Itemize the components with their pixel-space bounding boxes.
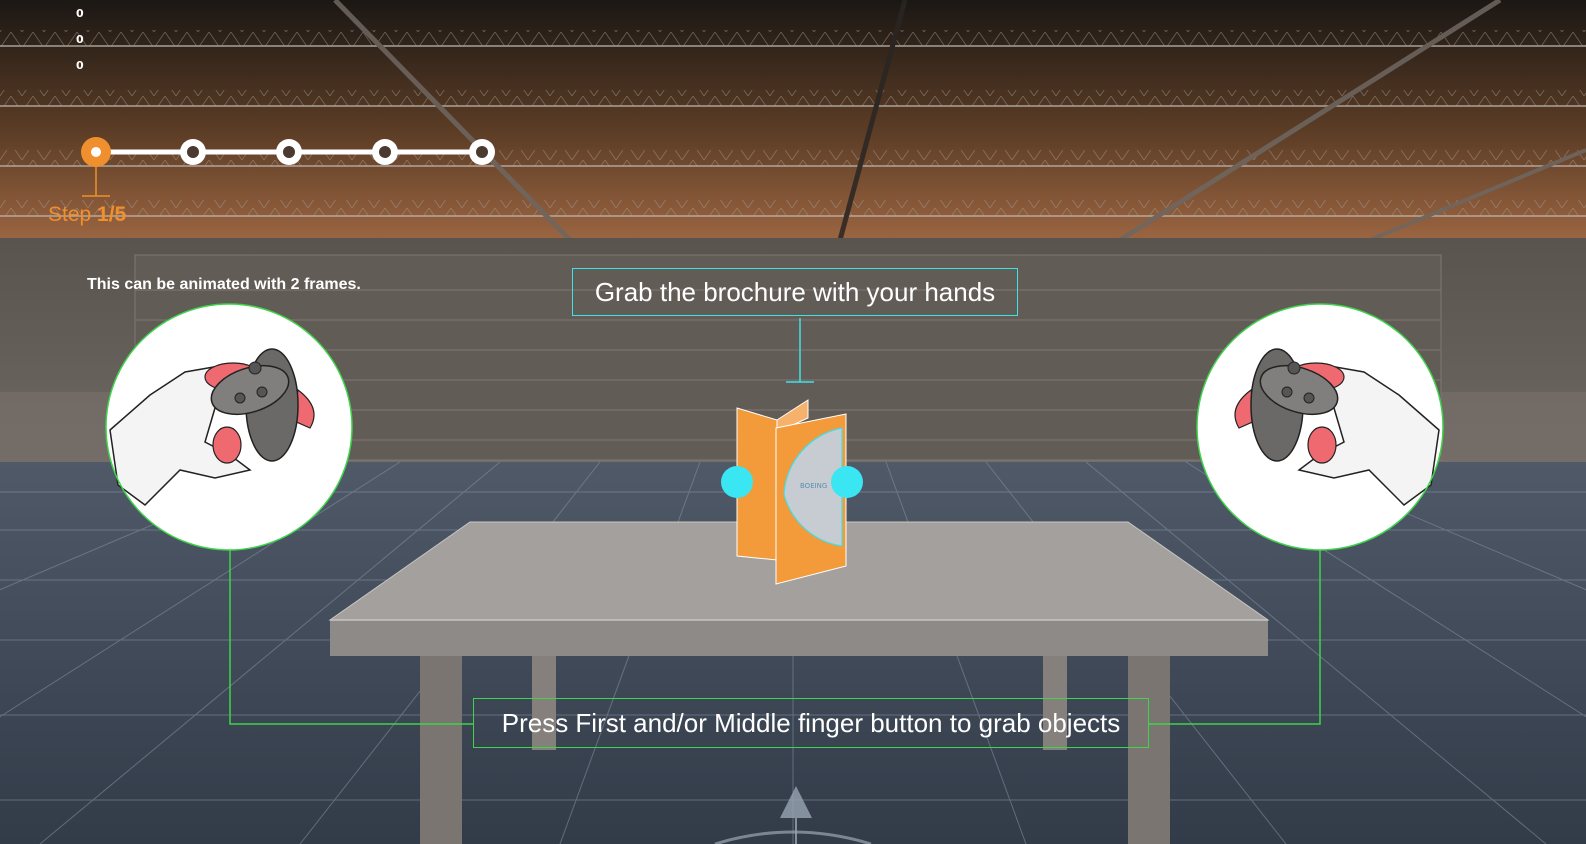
- right-grab-point-icon[interactable]: [831, 466, 863, 498]
- svg-text:BOEING: BOEING: [800, 482, 827, 490]
- right-hand-controller-icon: [1197, 304, 1443, 550]
- counter-2: 0: [76, 33, 84, 46]
- step-progress: [81, 137, 495, 197]
- grab-instruction-callout: Grab the brochure with your hands: [572, 268, 1018, 316]
- step-node-1[interactable]: [81, 137, 111, 167]
- step-node-2[interactable]: [180, 139, 206, 165]
- grab-instruction-text: Grab the brochure with your hands: [594, 276, 996, 307]
- ceiling-trusses: [0, 0, 1586, 243]
- brochure-icon: BOEING: [736, 399, 847, 585]
- step-node-3[interactable]: [276, 139, 302, 165]
- counter-1: 0: [76, 7, 84, 20]
- left-hand-controller-icon: [106, 304, 352, 550]
- direction-arrow-icon: [780, 786, 812, 818]
- step-indicator: Step 1/5: [48, 203, 126, 227]
- step-value: 1/5: [97, 203, 127, 226]
- left-grab-point-icon[interactable]: [721, 466, 753, 498]
- button-instruction-callout: Press First and/or Middle finger button …: [473, 698, 1149, 748]
- step-node-5[interactable]: [469, 139, 495, 165]
- step-node-4[interactable]: [372, 139, 398, 165]
- button-instruction-text: Press First and/or Middle finger button …: [501, 707, 1121, 738]
- step-word: Step: [48, 203, 92, 226]
- counter-3: 0: [76, 59, 84, 72]
- animation-note: This can be animated with 2 frames.: [87, 276, 361, 293]
